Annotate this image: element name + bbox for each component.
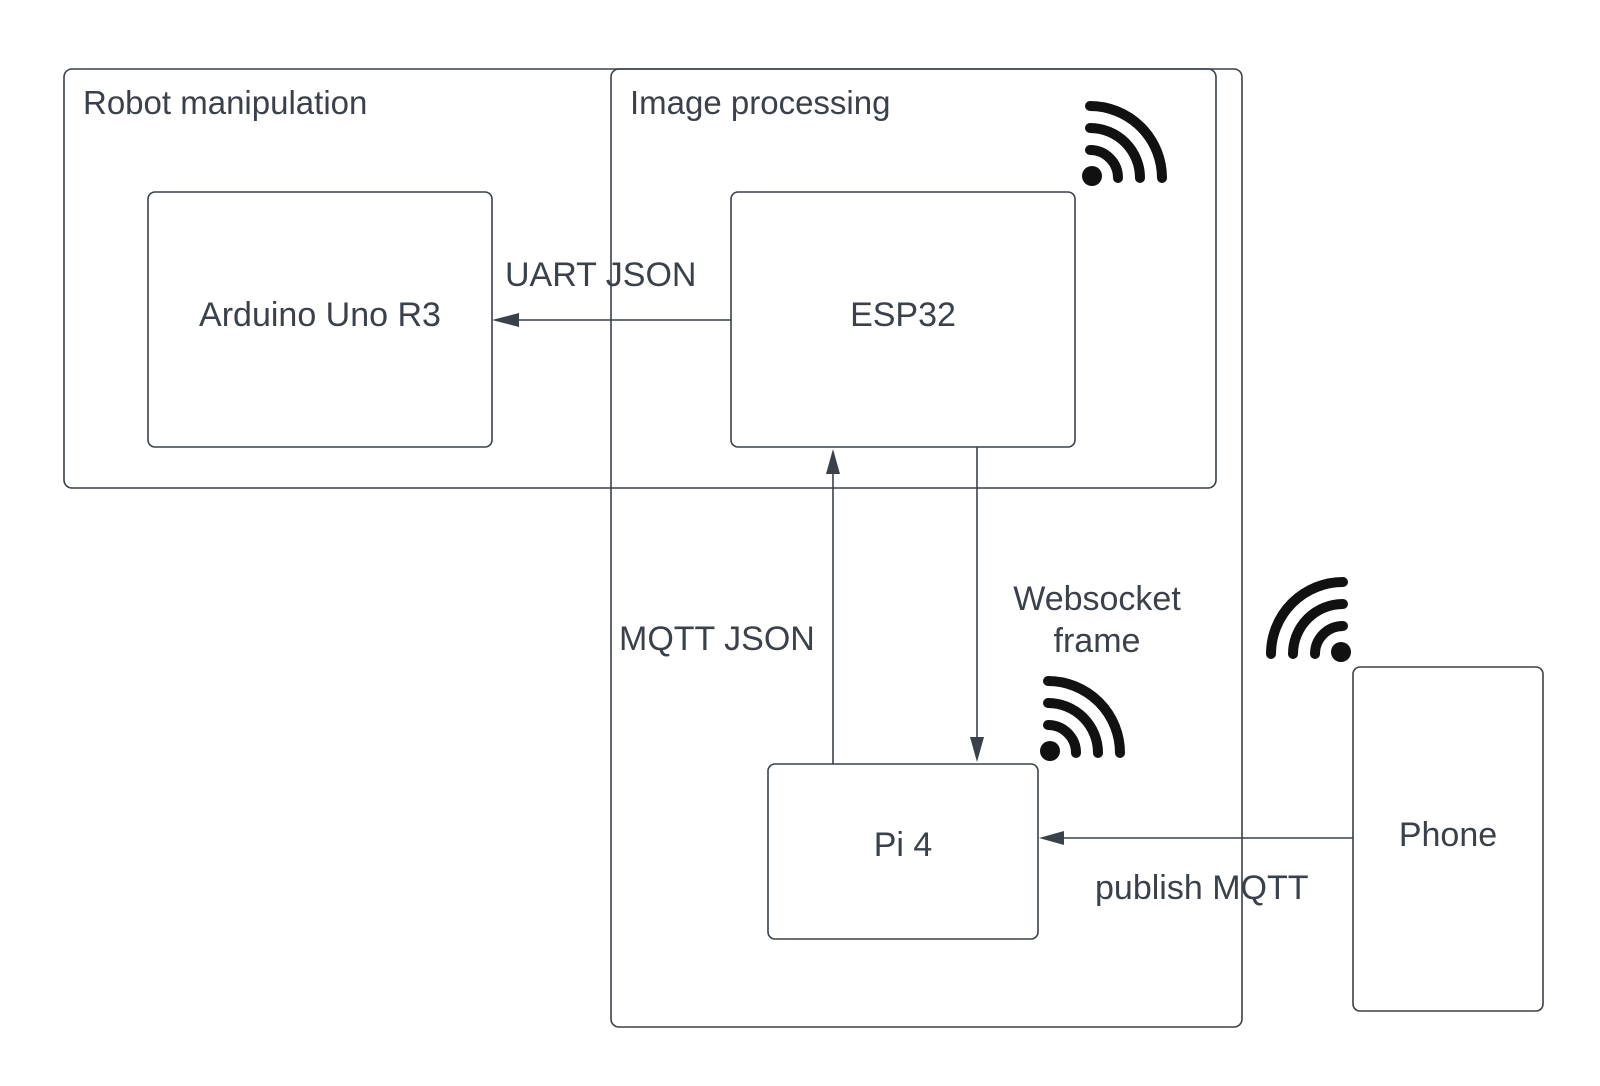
mqtt-json-edge-label: MQTT JSON [619,620,815,658]
robot-manipulation-title: Robot manipulation [83,84,367,121]
websocket-edge-label-line2: frame [1054,622,1141,660]
phone-label: Phone [1399,816,1497,854]
arduino-node [147,191,493,448]
websocket-arrowhead [970,737,984,762]
wifi-icon [1266,577,1351,662]
esp32-label: ESP32 [850,296,956,334]
image-processing-group [610,68,1243,1028]
image-processing-title: Image processing [630,84,890,121]
wifi-icon [1040,676,1125,761]
uart-edge-label: UART JSON [505,256,696,294]
websocket-edge-label-line1: Websocket [1013,580,1181,618]
uart-arrowhead [492,313,519,327]
phone-node [1352,666,1544,1012]
wifi-icon [1082,101,1167,186]
arduino-label: Arduino Uno R3 [199,296,441,334]
pi4-node [767,763,1039,940]
pi4-label: Pi 4 [874,826,933,864]
publish-mqtt-edge-label: publish MQTT [1095,869,1309,907]
mqtt-json-arrowhead [826,449,840,474]
publish-mqtt-arrowhead [1039,831,1064,845]
